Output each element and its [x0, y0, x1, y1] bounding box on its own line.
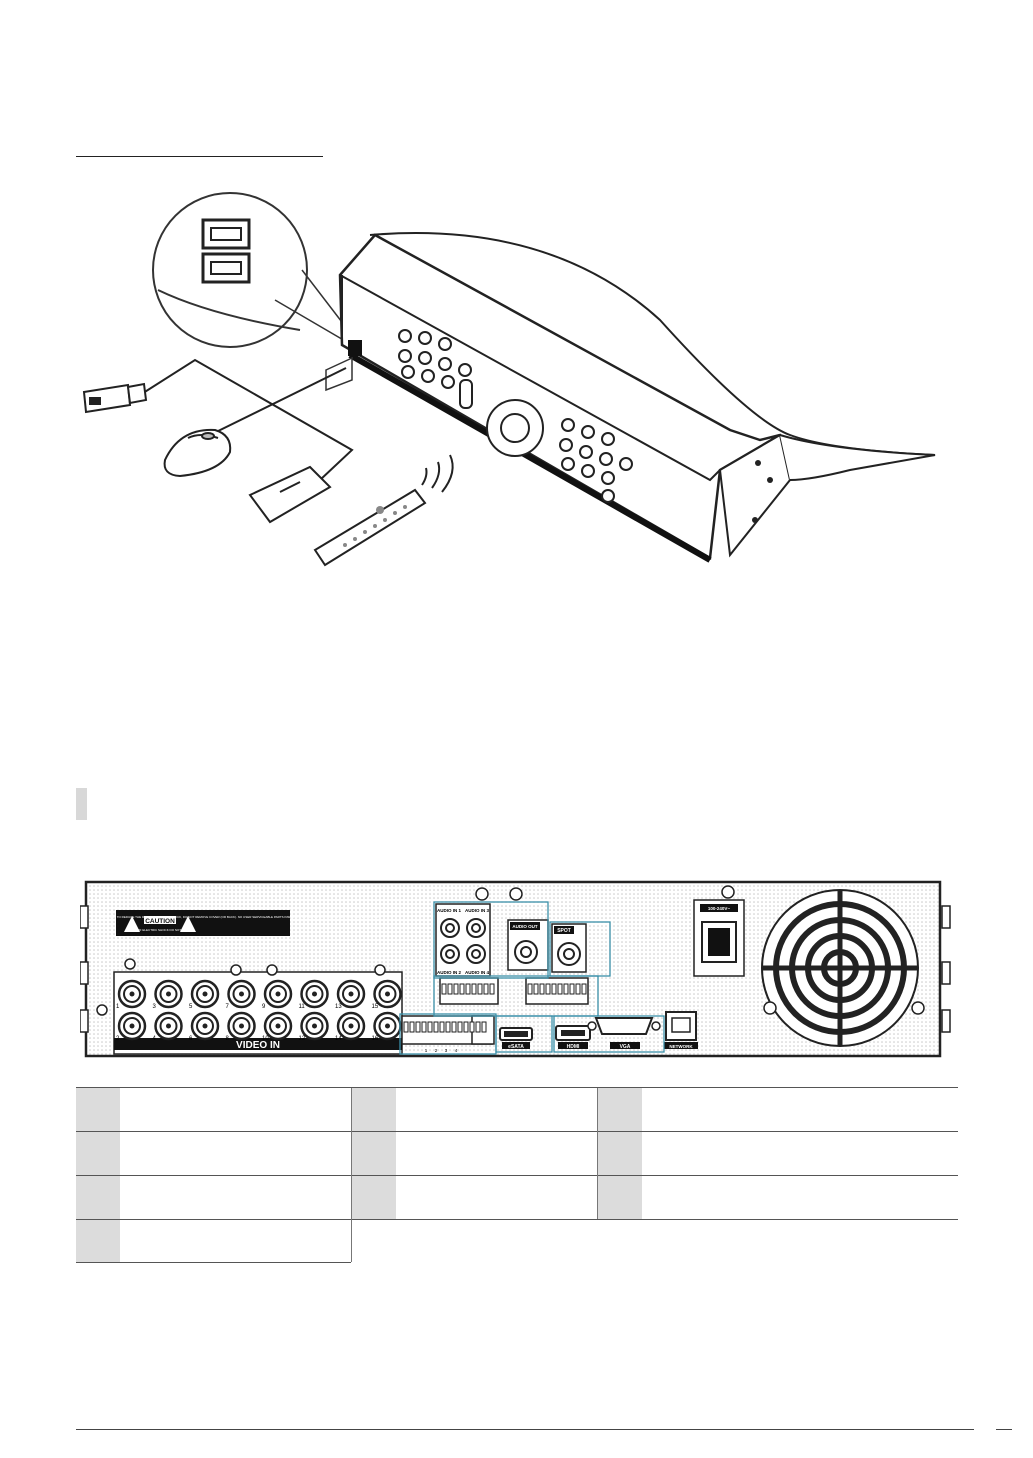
hdmi-port: HDMI	[555, 1025, 591, 1050]
table-label-cell	[642, 1132, 958, 1175]
audio-out-block: AUDIO OUT	[507, 919, 549, 971]
spot-out-block: SPOT	[551, 923, 587, 973]
caution-detail: RISK OF ELECTRIC SHOCK DO NOT OPEN	[130, 928, 191, 932]
audio-in-block: AUDIO IN 1 AUDIO IN 3 AUDIO IN 2 AUDIO I…	[435, 903, 491, 977]
usb-flash-drive	[82, 382, 148, 414]
footer-page-dash	[996, 1429, 1012, 1430]
section-marker	[76, 788, 87, 820]
power-rating-label: 100-240V~	[708, 906, 731, 911]
table-divider	[351, 1219, 352, 1262]
table-divider	[597, 1088, 598, 1219]
audio-in-2-label: AUDIO IN 2	[437, 970, 462, 975]
video-in-label: VIDEO IN	[236, 1040, 280, 1051]
audio-in-4-label: AUDIO IN 4	[465, 970, 490, 975]
video-channel-number: 11	[299, 1004, 306, 1010]
callout-highlight-boxes	[399, 901, 665, 1055]
table-label-cell	[396, 1088, 598, 1131]
table-divider	[351, 1088, 352, 1219]
terminal-number-1: 1	[425, 1048, 428, 1053]
hdmi-label: HDMI	[567, 1044, 580, 1050]
table-label-cell	[120, 1176, 351, 1219]
power-inlet: 100-240V~	[693, 899, 745, 977]
table-number-cell	[76, 1132, 120, 1175]
terminal-number-3: 3	[445, 1048, 448, 1053]
dvr-front-unit	[325, 232, 936, 563]
audio-out-label: AUDIO OUT	[512, 924, 538, 929]
table-number-cell	[598, 1176, 642, 1219]
video-channel-number: 13	[335, 1004, 342, 1010]
table-label-cell	[120, 1088, 351, 1131]
video-channel-number: 15	[372, 1004, 379, 1010]
table-label-cell	[642, 1088, 958, 1131]
terminal-number-2: 2	[435, 1048, 438, 1053]
table-number-cell	[352, 1088, 396, 1131]
video-channel-number: 7	[226, 1004, 230, 1010]
table-row-rule	[76, 1219, 958, 1220]
cooling-fan-grille	[761, 889, 919, 1047]
table-bottom-rule	[76, 1262, 351, 1263]
table-label-cell	[120, 1220, 351, 1262]
esata-port: eSATA	[499, 1027, 533, 1050]
alarm-terminal-blocks: 1 2 3 4	[401, 977, 589, 1053]
caution-warning-text: CAUTION : TO REDUCE THE RISK OF ELECTRIC…	[101, 915, 380, 919]
table-number-cell	[598, 1088, 642, 1131]
table-number-cell	[76, 1088, 120, 1131]
table-label-cell	[396, 1176, 598, 1219]
video-channel-number: 6	[189, 1036, 193, 1042]
table-row-rule	[76, 1175, 958, 1176]
video-channel-number: 9	[262, 1004, 266, 1010]
terminal-number-4: 4	[455, 1048, 458, 1053]
section-heading-rule	[76, 156, 323, 157]
esata-label: eSATA	[508, 1044, 524, 1050]
rear-panel-illustration: CAUTION RISK OF ELECTRIC SHOCK DO NOT OP…	[80, 880, 951, 1058]
table-number-cell	[598, 1132, 642, 1175]
table-top-rule	[76, 1087, 958, 1088]
video-channel-number: 2	[116, 1036, 120, 1042]
table-label-cell	[120, 1132, 351, 1175]
video-channel-number: 1	[116, 1004, 120, 1010]
video-channel-number: 5	[189, 1004, 193, 1010]
table-row-rule	[76, 1131, 958, 1132]
video-channel-number: 3	[153, 1004, 157, 1010]
front-panel-usb-illustration	[82, 192, 936, 567]
usb-external-drive	[248, 465, 332, 524]
video-channel-number: 12	[299, 1036, 306, 1042]
spot-label: SPOT	[557, 928, 571, 934]
video-channel-number: 16	[372, 1036, 379, 1042]
caution-label: CAUTION RISK OF ELECTRIC SHOCK DO NOT OP…	[101, 910, 380, 936]
video-channel-number: 10	[262, 1036, 269, 1042]
table-number-cell	[76, 1176, 120, 1219]
footer-rule	[76, 1429, 974, 1430]
ir-remote-control	[313, 454, 454, 567]
video-channel-number: 4	[153, 1036, 157, 1042]
video-channel-number: 14	[335, 1036, 342, 1042]
usb-mouse	[163, 428, 232, 478]
audio-in-1-label: AUDIO IN 1	[437, 908, 462, 913]
network-port: NETWORK	[664, 1011, 698, 1049]
network-label: NETWORK	[669, 1044, 693, 1049]
caution-title: CAUTION	[145, 918, 175, 925]
table-number-cell	[352, 1132, 396, 1175]
table-label-cell	[396, 1132, 598, 1175]
usb-port-zoom-callout	[152, 192, 353, 348]
video-channel-number: 8	[226, 1036, 230, 1042]
audio-in-3-label: AUDIO IN 3	[465, 908, 490, 913]
table-number-cell	[76, 1220, 120, 1262]
vga-port: VGA	[587, 1017, 661, 1050]
table-label-cell	[642, 1176, 958, 1219]
vga-label: VGA	[620, 1044, 631, 1050]
table-number-cell	[352, 1176, 396, 1219]
